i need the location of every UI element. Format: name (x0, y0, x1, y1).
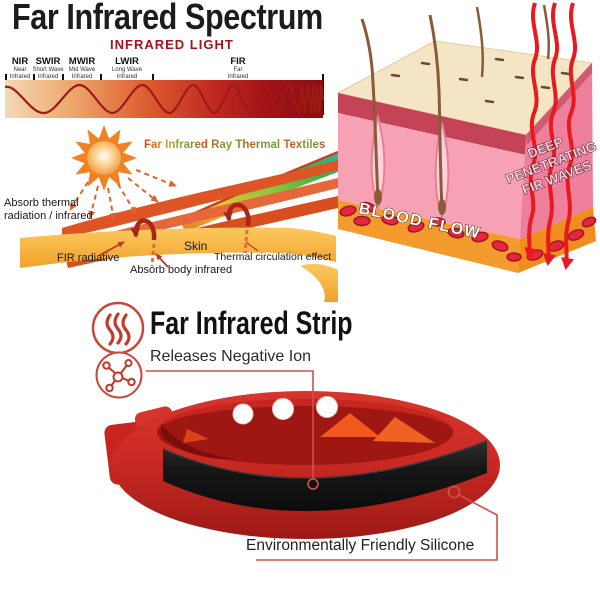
skin-cross-section-diagram: BLOOD FLOW DEEP PENETRATING FIR WAVES (336, 2, 599, 273)
infrared-light-header: INFRARED LIGHT (110, 37, 234, 52)
wristband-product-photo (104, 391, 500, 539)
label-fir-radiative: FIR radiative (57, 252, 120, 264)
label-absorb-thermal-1: Absorb thermal (4, 197, 79, 209)
sun-icon (71, 125, 137, 191)
label-absorb-thermal-2: radiation / infrared (4, 210, 93, 222)
textile-layers (20, 150, 339, 302)
product-subheading: Releases Negative Ion (150, 348, 311, 365)
hair-follicles (360, 4, 551, 221)
band-label-fir: FIR Far Infrared (227, 56, 249, 80)
sun-ray-arrows (69, 169, 177, 221)
label-absorb-body: Absorb body infrared (130, 264, 233, 276)
wristband-black-stripe (163, 441, 487, 512)
spectrum-wave (4, 83, 325, 115)
spectrum-gradient-bar (4, 80, 325, 118)
strap-holes (232, 396, 338, 425)
band-label-mwir: MWIR Mid Wave Infrared (68, 56, 96, 80)
material-callout-label: Environmentally Friendly Silicone (246, 537, 475, 554)
negative-ion-icon (95, 351, 143, 399)
product-heading: Far Infrared Strip (150, 305, 353, 341)
wristband-opening (157, 399, 453, 465)
callout-lines (146, 370, 498, 561)
skin-pores (390, 57, 571, 104)
band-label-swir: SWIR Short Wave Infrared (32, 56, 64, 80)
fir-wave-lines (524, 2, 577, 270)
skin-layer (20, 227, 336, 268)
heat-waves-icon (91, 301, 145, 355)
label-skin: Skin (184, 239, 208, 253)
band-label-nir: NIR Near Infrared (9, 56, 31, 80)
label-pointer-arrows (99, 241, 259, 268)
heat-transfer-arrows (130, 202, 251, 267)
label-thermal-circulation: Thermal circulation effect (214, 251, 332, 263)
page-title: Far Infrared Spectrum (12, 0, 323, 37)
band-label-lwir: LWIR Long Wave Infrared (111, 56, 143, 80)
thermal-textiles-diagram (20, 125, 339, 302)
textiles-title: Far Infrared Ray Thermal Textiles (144, 139, 326, 151)
